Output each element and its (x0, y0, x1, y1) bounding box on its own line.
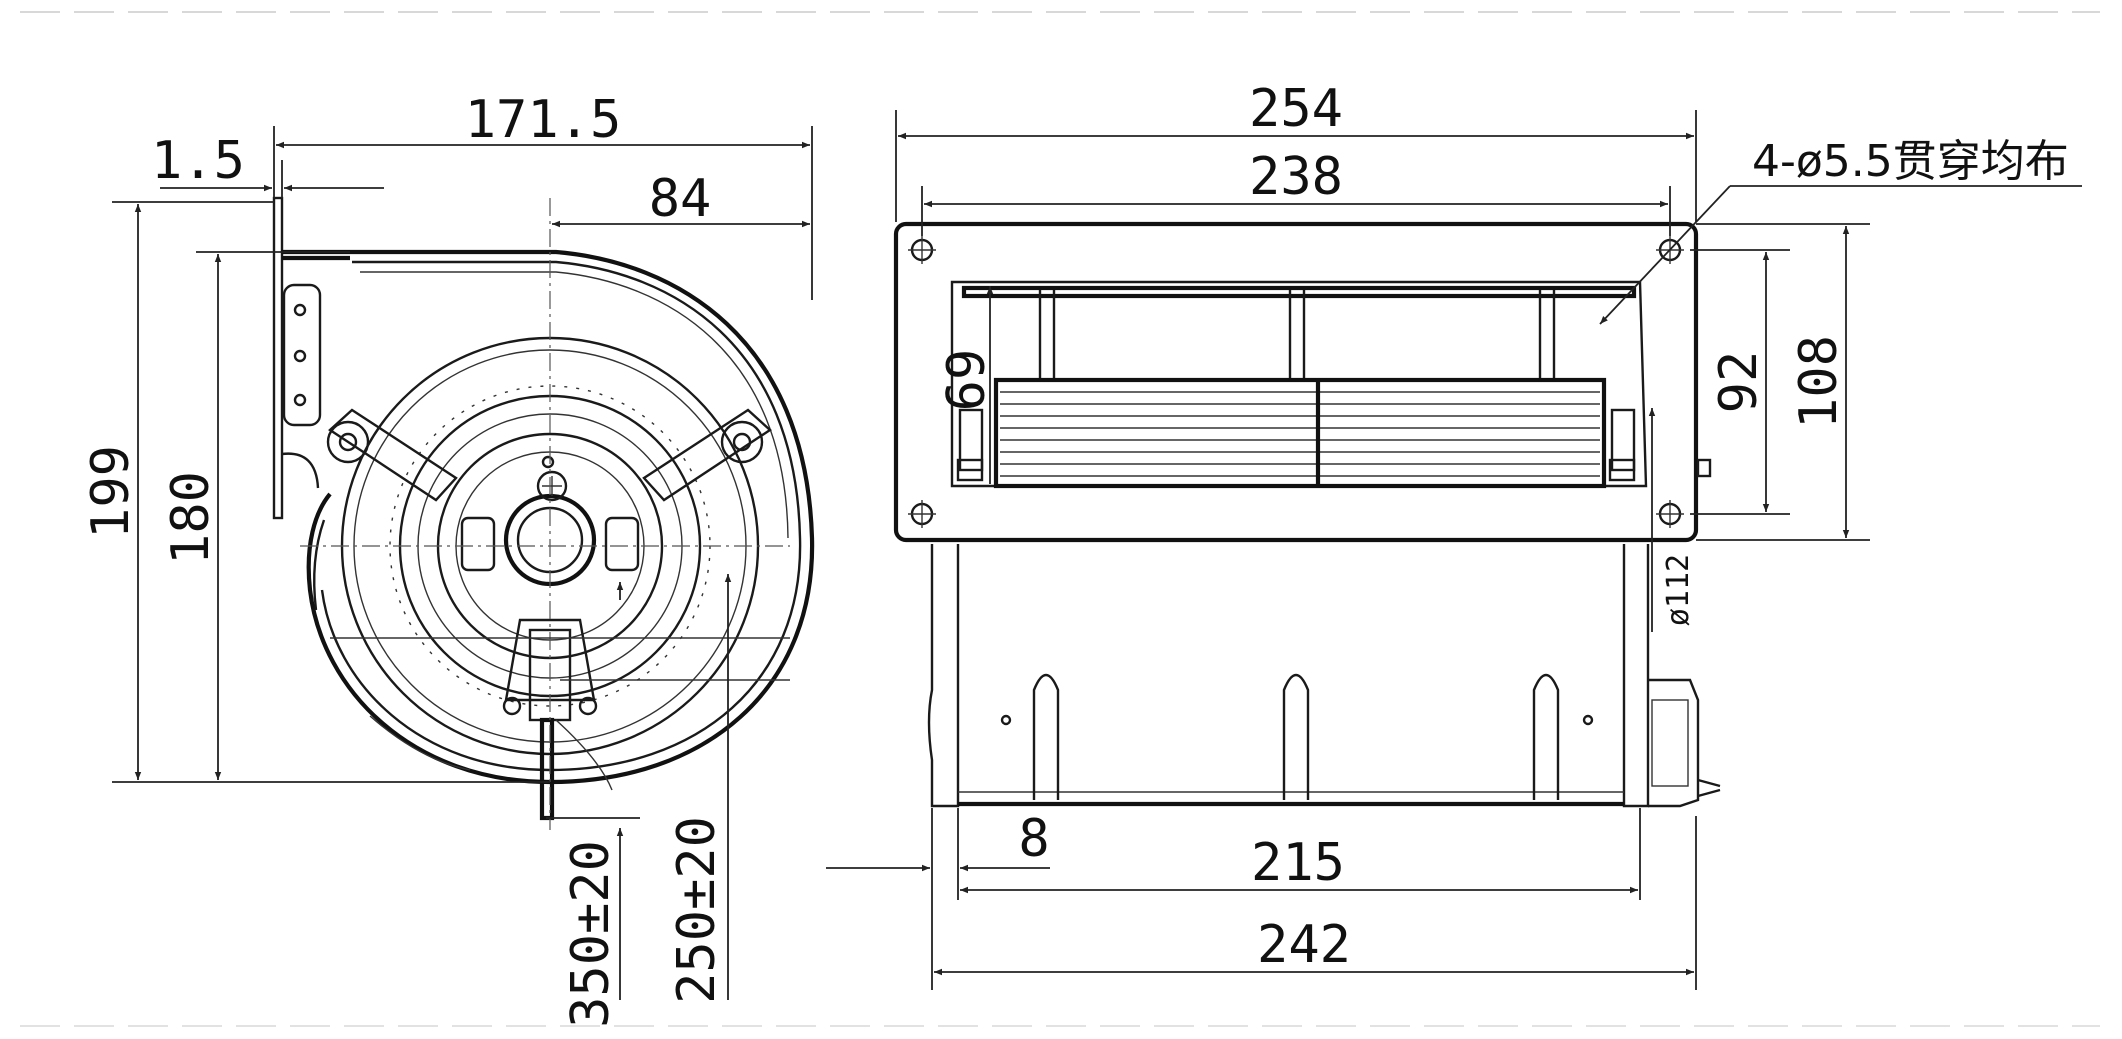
dim-171-5-label: 171.5 (465, 90, 622, 150)
dim-254: 254 (895, 79, 1697, 222)
dim-108-label: 108 (1789, 335, 1849, 429)
dim-84-label: 84 (649, 169, 712, 229)
dim-350: 350±20 (546, 817, 640, 1028)
hole-note-label: 4-ø5.5贯穿均布 (1752, 136, 2069, 187)
dim-112: ø112 (1648, 408, 1696, 632)
dim-250: 250±20 (616, 574, 732, 1004)
dim-92: 92 (1690, 249, 1790, 515)
dim-112-label: ø112 (1661, 554, 1696, 626)
impeller-wheel (950, 280, 1648, 489)
dim-238: 238 (921, 147, 1671, 236)
dim-199-label: 199 (81, 445, 141, 539)
dim-242-label: 242 (1257, 915, 1351, 975)
hole-note: 4-ø5.5贯穿均布 (1599, 136, 2082, 325)
dim-1-5-label: 1.5 (151, 131, 245, 191)
dim-8-label: 8 (1018, 809, 1049, 869)
side-flange (272, 196, 350, 520)
dim-84: 84 (552, 169, 810, 229)
dim-92-label: 92 (1709, 351, 1769, 414)
dim-69: 69 (937, 286, 997, 484)
dim-242: 242 (934, 816, 1697, 990)
dim-8: 8 (826, 808, 1050, 990)
dim-180-label: 180 (161, 471, 221, 565)
front-flange (893, 221, 1712, 543)
dim-199: 199 (81, 201, 550, 783)
front-view: 254 238 4-ø5.5贯穿均布 69 92 (826, 79, 2082, 990)
dim-69-label: 69 (937, 349, 997, 412)
dim-254-label: 254 (1249, 79, 1343, 139)
dim-215-label: 215 (1251, 833, 1345, 893)
dim-171-5: 171.5 (273, 90, 813, 300)
dim-180: 180 (161, 251, 350, 780)
dim-108: 108 (1696, 223, 1870, 541)
dim-1-5: 1.5 (151, 131, 384, 198)
dim-350-label: 350±20 (561, 840, 621, 1028)
dim-215: 215 (960, 808, 1641, 900)
dim-238-label: 238 (1249, 147, 1343, 207)
dim-250-label: 250±20 (667, 816, 727, 1004)
housing-body (927, 544, 1721, 808)
volute-housing (306, 249, 815, 785)
side-view: 171.5 1.5 84 199 180 (81, 90, 815, 1028)
